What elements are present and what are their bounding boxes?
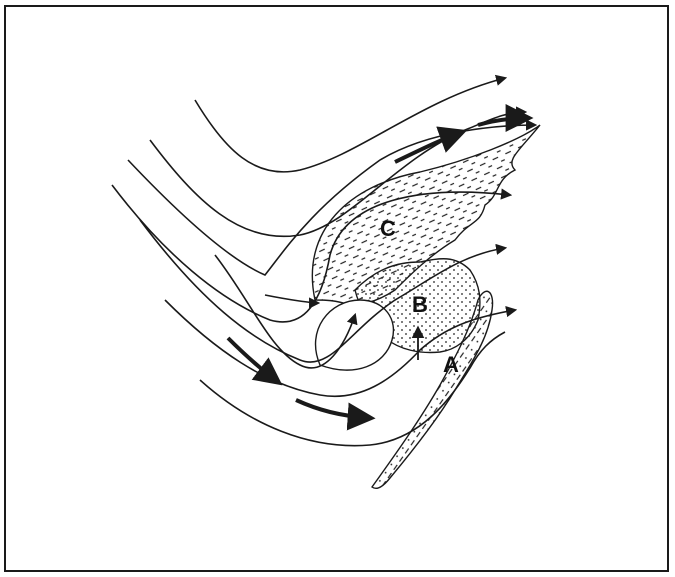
streamline-1 bbox=[195, 78, 505, 172]
label-b: B bbox=[412, 292, 428, 318]
bold-arrow-4 bbox=[478, 118, 528, 125]
label-a: A bbox=[443, 352, 459, 378]
label-c: C bbox=[380, 216, 396, 242]
bold-arrow-2 bbox=[296, 400, 370, 418]
streamline-9 bbox=[265, 295, 318, 303]
